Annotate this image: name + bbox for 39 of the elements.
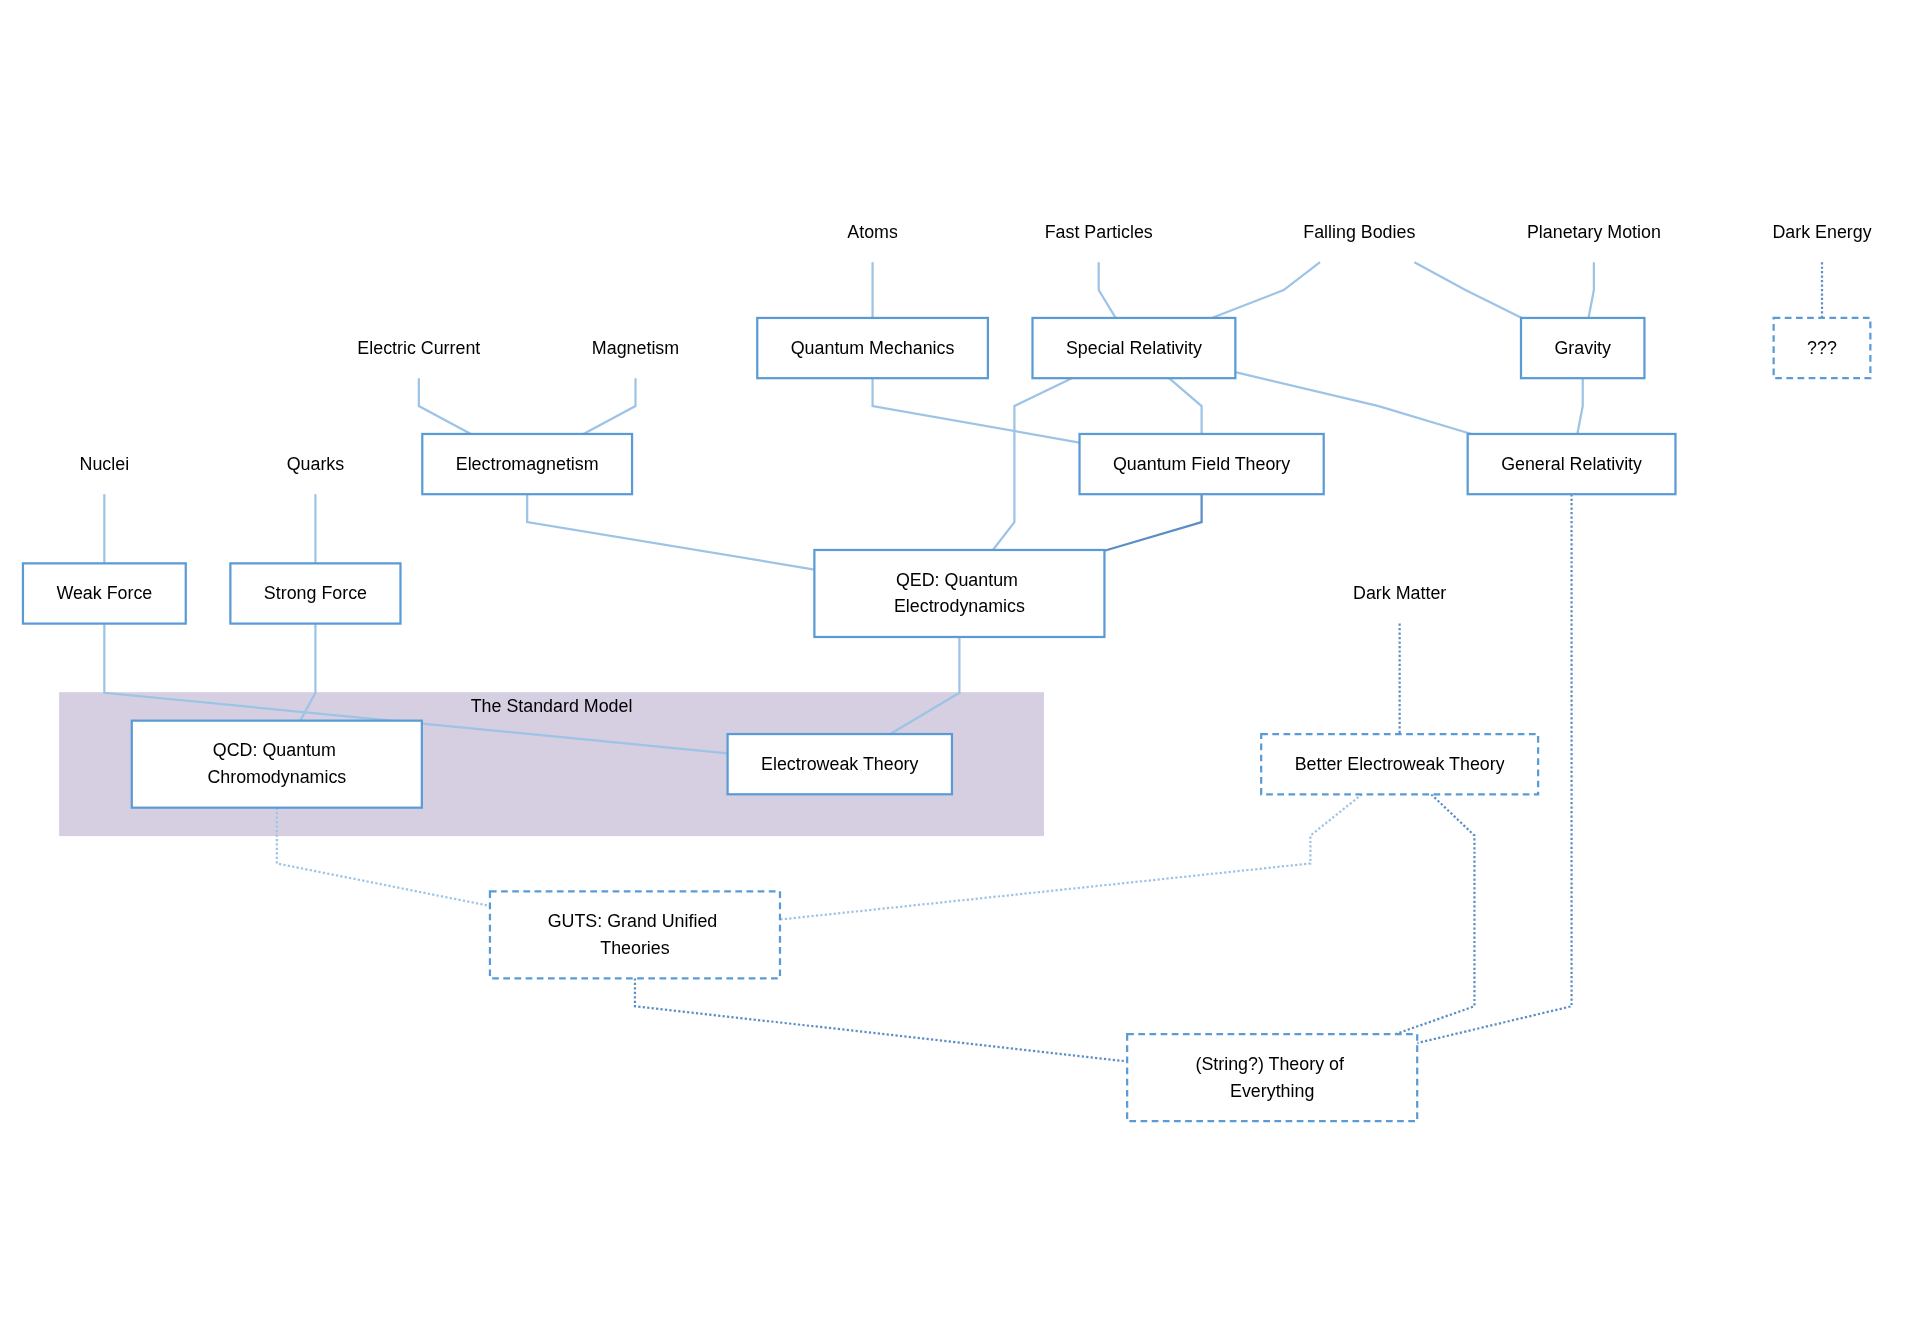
- connector: [299, 624, 317, 722]
- node-box: General Relativity: [1466, 433, 1677, 496]
- node-box: GUTS: Grand Unified Theories: [488, 890, 782, 980]
- node-box: Strong Force: [229, 562, 402, 626]
- connector: [526, 494, 815, 572]
- node-box: (String?) Theory of Everything: [1126, 1033, 1419, 1123]
- connector: [1104, 494, 1203, 553]
- node-text: Planetary Motion: [1526, 222, 1661, 242]
- connector: [1398, 624, 1401, 735]
- node-text: Electric Current: [357, 338, 481, 358]
- connector: [871, 378, 1080, 445]
- connector: [1413, 261, 1523, 320]
- node-box: Quantum Mechanics: [756, 317, 989, 380]
- node-text: Quarks: [286, 454, 345, 474]
- node-box: QED: Quantum Electrodynamics: [813, 549, 1106, 639]
- node-text: Nuclei: [79, 454, 130, 474]
- node-box: Gravity: [1519, 317, 1646, 380]
- node-box: ???: [1772, 317, 1872, 380]
- node-box: Electroweak Theory: [726, 733, 954, 796]
- connector: [1587, 262, 1595, 319]
- node-box: Quantum Field Theory: [1078, 433, 1325, 496]
- node-box: Special Relativity: [1031, 317, 1237, 380]
- node-box: QCD: Quantum Chromodynamics: [130, 720, 423, 810]
- connector: [1576, 378, 1584, 435]
- connector: [103, 624, 728, 755]
- connector: [871, 262, 874, 319]
- connector: [314, 494, 317, 564]
- node-box: Electromagnetism: [421, 433, 634, 496]
- node-text: Dark Energy: [1772, 222, 1872, 242]
- connector: [1820, 262, 1824, 319]
- node-text: Atoms: [847, 222, 898, 242]
- node-text: Dark Matter: [1353, 583, 1447, 603]
- node-text: Fast Particles: [1044, 222, 1153, 242]
- node-text: Magnetism: [591, 338, 680, 358]
- connector: [1097, 262, 1117, 319]
- connector: [103, 494, 106, 564]
- node-box: Better Electroweak Theory: [1260, 733, 1540, 796]
- node-box: Weak Force: [21, 562, 187, 626]
- node-text: Falling Bodies: [1303, 222, 1416, 242]
